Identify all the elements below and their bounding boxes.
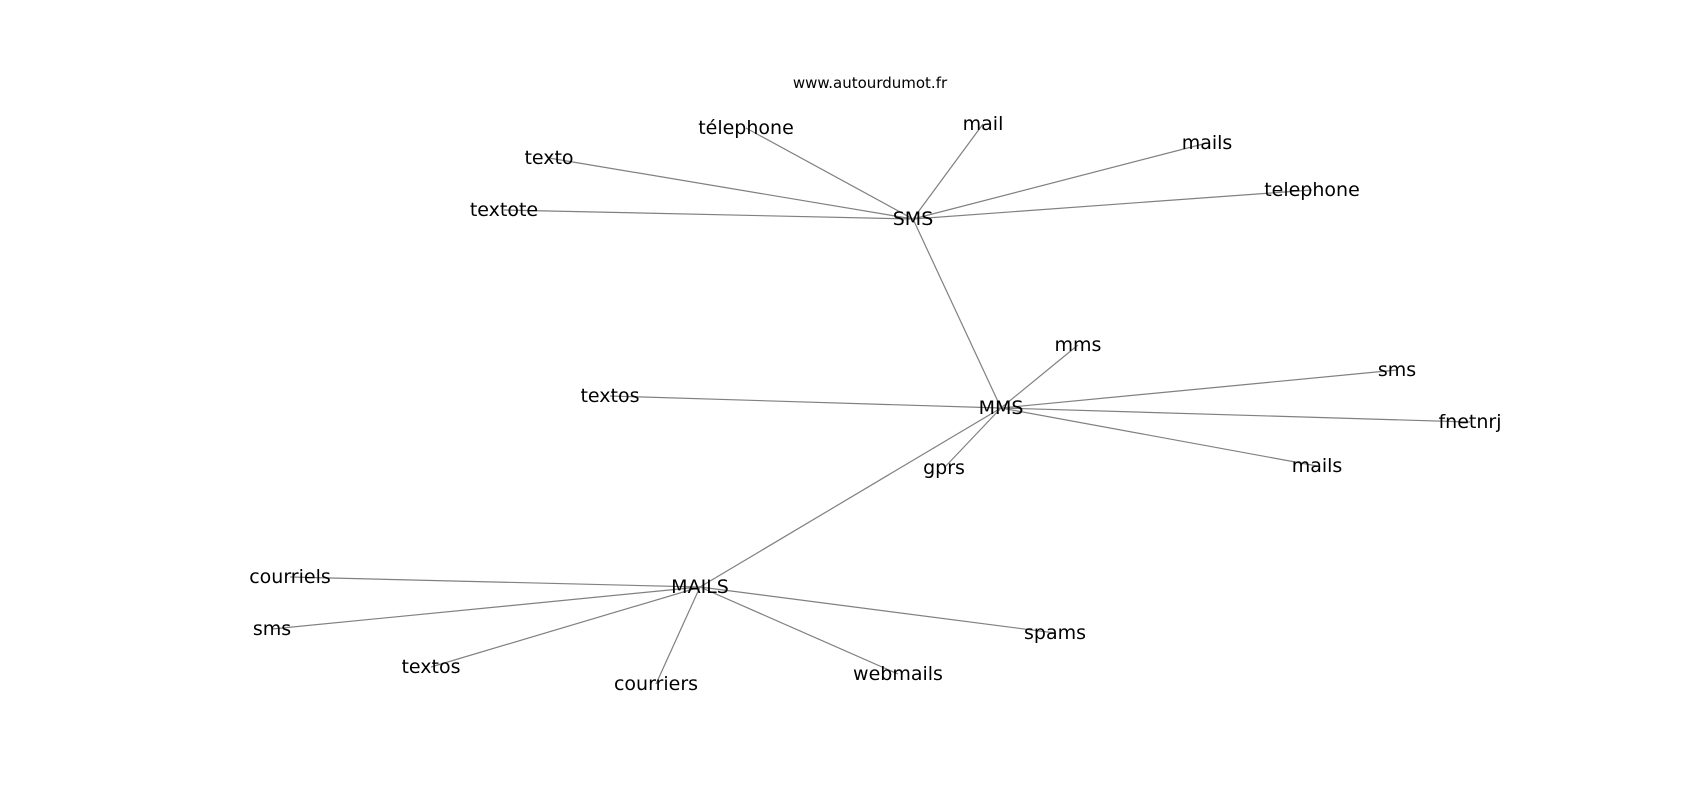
edge-mms-hub-to-mms-mms — [1000, 344, 1079, 409]
node-mms-sms: sms — [1378, 359, 1416, 381]
edge-sms-hub-to-sms-telephone — [912, 189, 1313, 220]
node-mails-courriers: courriers — [614, 673, 698, 695]
edge-mails-hub-to-mails-spams — [699, 586, 1056, 634]
node-sms-texto: texto — [524, 147, 573, 169]
node-sms-telephone: telephone — [1264, 179, 1360, 201]
node-mms-textos: textos — [580, 385, 639, 407]
node-mails-textos: textos — [401, 656, 460, 678]
edge-mails-hub-to-mails-courriers — [655, 586, 701, 685]
edge-mms-hub-to-mms-textos — [609, 395, 1002, 409]
node-sms-textote: textote — [470, 199, 538, 221]
edge-sms-hub-to-sms-textote — [503, 209, 914, 220]
node-mms-gprs: gprs — [923, 457, 965, 479]
edge-sms-hub-to-sms-mails — [912, 142, 1208, 220]
site-title: www.autourdumot.fr — [793, 74, 948, 92]
edge-mms-hub-to-mails-hub — [699, 407, 1002, 588]
edge-mms-hub-to-mms-sms — [1000, 369, 1398, 409]
node-mails-sms: sms — [253, 618, 291, 640]
edge-sms-hub-to-sms-mail — [912, 123, 984, 220]
node-mails-hub: MAILS — [671, 576, 729, 598]
edge-mms-hub-to-mms-gprs — [943, 407, 1002, 469]
edge-sms-hub-to-mms-hub — [912, 218, 1002, 409]
edge-mms-hub-to-mms-fnetnrj — [1000, 407, 1471, 423]
node-mms-mms: mms — [1055, 334, 1102, 356]
node-mms-fnetnrj: fnetnrj — [1438, 411, 1501, 433]
nodes-layer: SMS MMS MAILS télephone mail texto mails textot… — [249, 113, 1501, 695]
edge-mms-hub-to-mms-mails — [1000, 407, 1318, 467]
edge-mails-hub-to-mails-webmails — [699, 586, 899, 675]
node-mails-spams: spams — [1024, 622, 1086, 644]
node-mms-hub: MMS — [979, 397, 1024, 419]
edge-sms-hub-to-sms-texto — [548, 157, 914, 220]
node-mms-mails: mails — [1292, 455, 1343, 477]
edge-mails-hub-to-mails-sms — [271, 586, 701, 630]
node-sms-mails: mails — [1182, 132, 1233, 154]
edge-mails-hub-to-mails-textos — [430, 586, 701, 668]
node-sms-mail: mail — [963, 113, 1004, 135]
edge-sms-hub-to-sms-telephone-accent — [745, 127, 914, 220]
node-sms-hub: SMS — [893, 208, 934, 230]
node-mails-courriels: courriels — [249, 566, 331, 588]
node-sms-telephone-accent: télephone — [698, 117, 794, 139]
edge-mails-hub-to-mails-courriels — [289, 576, 701, 588]
edges-layer — [271, 123, 1471, 685]
node-mails-webmails: webmails — [853, 663, 943, 685]
